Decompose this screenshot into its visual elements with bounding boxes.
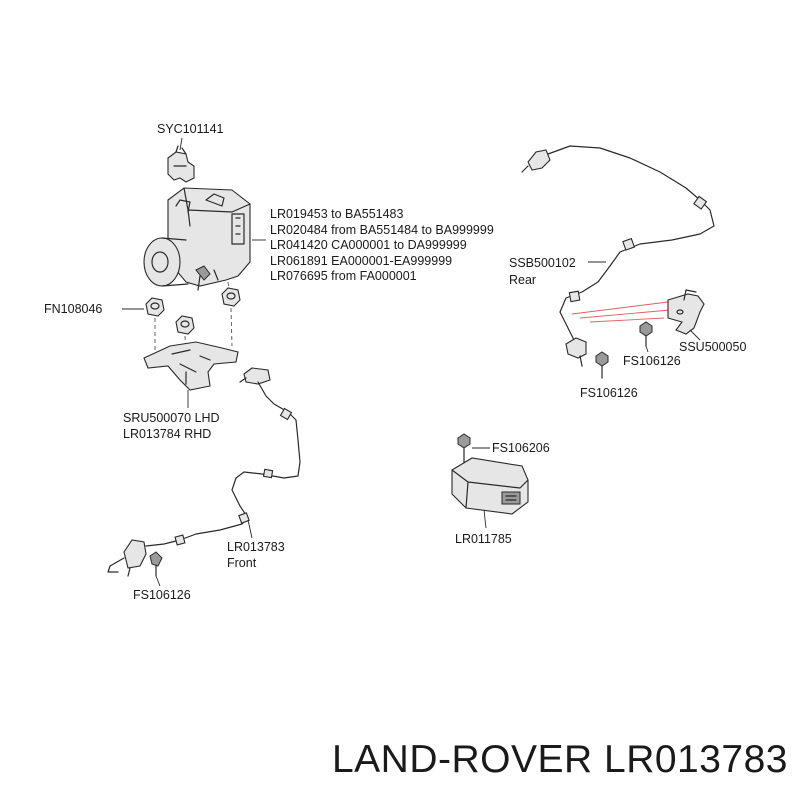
label-lr013783-1: LR013783: [227, 540, 285, 554]
leader-fs-rear-a: [645, 345, 649, 353]
rear-bracket: [667, 289, 705, 335]
label-ssb-2: Rear: [509, 273, 536, 287]
label-abs-2: LR020484 from BA551484 to BA999999: [270, 223, 494, 237]
leader-lr013783: [247, 519, 253, 539]
rear-bolt-a: [639, 321, 653, 347]
leader-fs-front: [155, 575, 161, 587]
sensor-bolt: [457, 433, 471, 463]
label-ssb-1: SSB500102: [509, 256, 576, 270]
part-number-footer: LAND-ROVER LR013783: [331, 738, 788, 781]
label-fs-rear-b: FS106126: [580, 386, 638, 400]
nut-part: [145, 287, 241, 335]
label-lr011785: LR011785: [455, 532, 512, 546]
label-fs-sensor: FS106206: [492, 441, 550, 455]
front-sensor-harness: [107, 367, 301, 577]
label-syc: SYC101141: [157, 122, 224, 136]
label-abs-5: LR076695 from FA000001: [270, 269, 417, 283]
leader-ssu: [689, 329, 701, 341]
leader-lr011785: [483, 509, 487, 529]
leader-syc: [179, 137, 183, 151]
label-fs-front: FS106126: [133, 588, 191, 602]
label-fn: FN108046: [44, 302, 102, 316]
label-sru-2: LR013784 RHD: [123, 427, 211, 441]
rear-bolt-b: [595, 351, 609, 379]
label-abs-3: LR041420 CA000001 to DA999999: [270, 238, 467, 252]
control-sensor-module: [451, 457, 529, 515]
mounting-bracket: [143, 341, 239, 391]
label-ssu: SSU500050: [679, 340, 746, 354]
label-lr013783-2: Front: [227, 556, 257, 570]
label-fs-rear-a: FS106126: [623, 354, 681, 368]
abs-modulator: [143, 187, 251, 295]
clip-part: [167, 145, 195, 183]
label-sru-1: SRU500070 LHD: [123, 411, 220, 425]
label-abs-1: LR019453 to BA551483: [270, 207, 403, 221]
label-abs-4: LR061891 EA000001-EA999999: [270, 254, 452, 268]
rear-sensor-harness: [521, 145, 715, 367]
